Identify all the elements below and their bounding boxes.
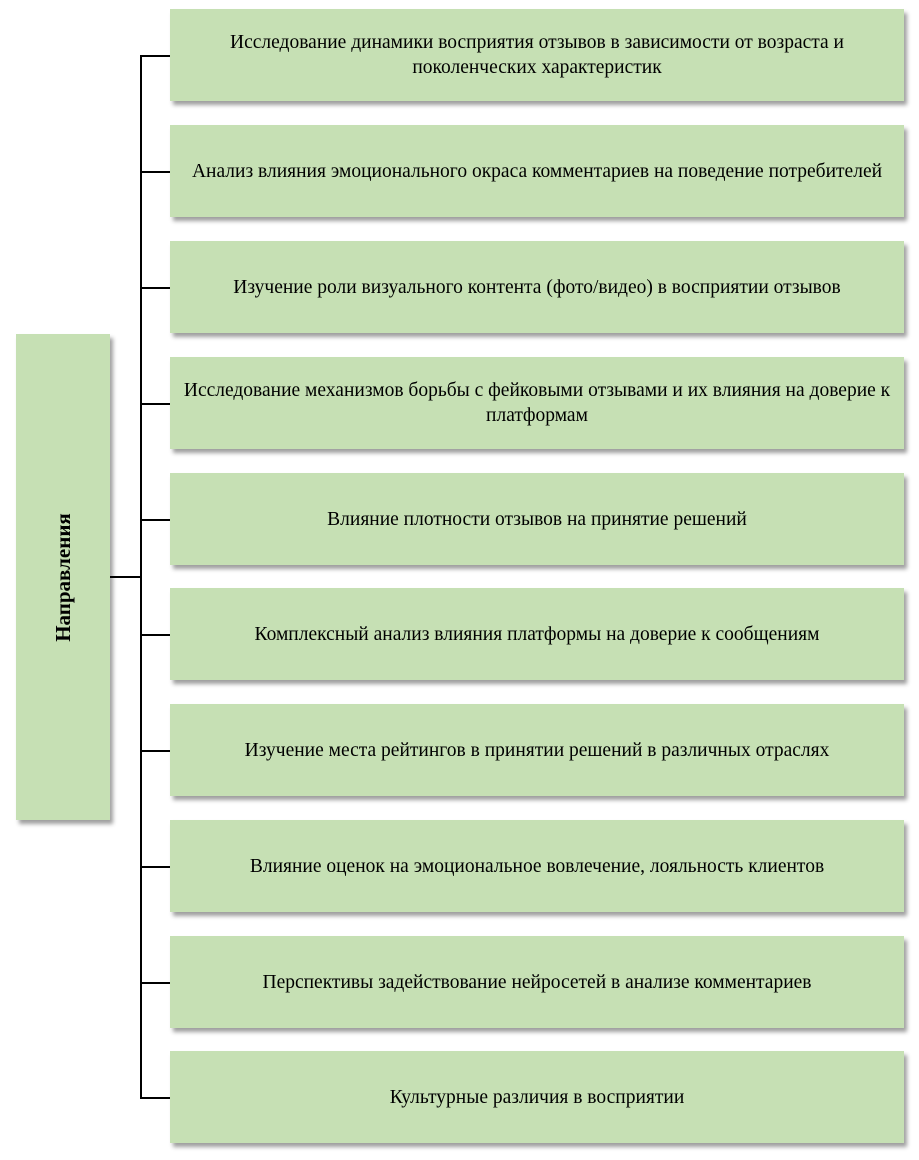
branch-node-9: Перспективы задействование нейросетей в … bbox=[170, 936, 904, 1028]
branch-node-8: Влияние оценок на эмоциональное вовлечен… bbox=[170, 820, 904, 912]
connector-branch-7 bbox=[140, 750, 170, 752]
connector-root-stub bbox=[110, 576, 141, 578]
root-node-label: Направления bbox=[50, 512, 75, 642]
connector-branch-3 bbox=[140, 287, 170, 289]
connector-branch-5 bbox=[140, 519, 170, 521]
branch-node-1: Исследование динамики восприятия отзывов… bbox=[170, 9, 904, 101]
connector-branch-6 bbox=[140, 634, 170, 636]
branch-node-7: Изучение места рейтингов в принятии реше… bbox=[170, 704, 904, 796]
branch-node-6: Комплексный анализ влияния платформы на … bbox=[170, 588, 904, 680]
connector-branch-9 bbox=[140, 982, 170, 984]
root-node: Направления bbox=[16, 334, 110, 820]
connector-branch-1 bbox=[140, 55, 170, 57]
connector-branch-8 bbox=[140, 866, 170, 868]
connector-branch-10 bbox=[140, 1097, 170, 1099]
branch-node-4: Исследование механизмов борьбы с фейковы… bbox=[170, 357, 904, 449]
branch-node-2: Анализ влияния эмоционального окраса ком… bbox=[170, 125, 904, 217]
connector-branch-2 bbox=[140, 171, 170, 173]
branch-node-10: Культурные различия в восприятии bbox=[170, 1051, 904, 1143]
connector-branch-4 bbox=[140, 403, 170, 405]
branch-node-3: Изучение роли визуального контента (фото… bbox=[170, 241, 904, 333]
branch-node-5: Влияние плотности отзывов на принятие ре… bbox=[170, 473, 904, 565]
